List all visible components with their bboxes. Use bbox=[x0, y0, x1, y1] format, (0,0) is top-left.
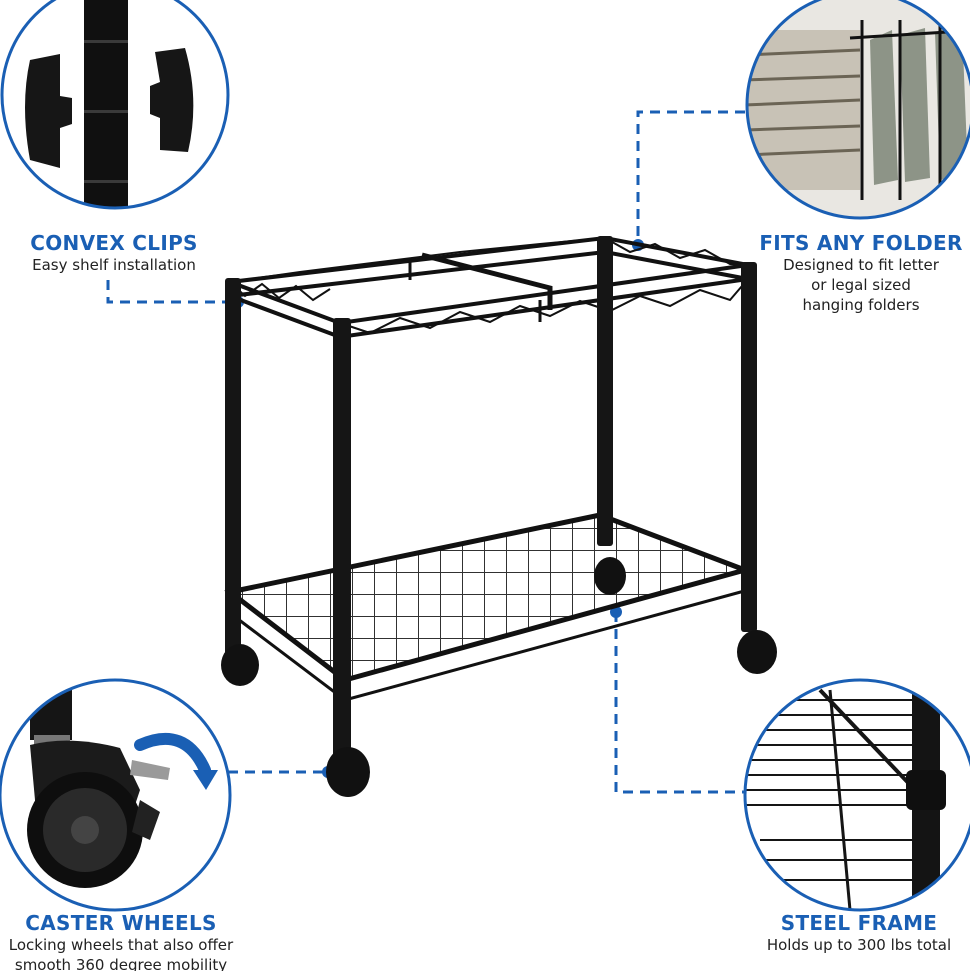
top-frame bbox=[229, 235, 749, 340]
frame-connector bbox=[614, 612, 748, 794]
posts bbox=[225, 236, 757, 758]
wheels bbox=[221, 557, 777, 797]
folder-label: FITS ANY FOLDER Designed to fit letter o… bbox=[752, 231, 970, 315]
frame-detail-image bbox=[743, 678, 970, 912]
rotate-arrow-icon bbox=[134, 732, 218, 790]
folder-title: FITS ANY FOLDER bbox=[759, 231, 963, 255]
frame-desc: Holds up to 300 lbs total bbox=[766, 936, 952, 954]
clips-title: CONVEX CLIPS bbox=[30, 231, 198, 255]
connector-lines bbox=[106, 110, 748, 794]
folder-desc-line: or legal sized bbox=[811, 276, 911, 294]
clip-detail-image bbox=[0, 0, 230, 210]
frame-title: STEEL FRAME bbox=[780, 911, 938, 935]
clips-desc: Easy shelf installation bbox=[32, 256, 196, 274]
frame-label: STEEL FRAME Holds up to 300 lbs total bbox=[748, 911, 970, 955]
folder-detail-image bbox=[745, 0, 970, 220]
wheel-detail-image bbox=[0, 678, 232, 912]
clips-connector bbox=[106, 280, 238, 304]
bottom-shelf bbox=[230, 515, 745, 680]
folder-desc-line: hanging folders bbox=[802, 296, 920, 314]
clips-label: CONVEX CLIPS Easy shelf installation bbox=[0, 231, 228, 275]
file-cart bbox=[221, 235, 777, 797]
wheels-desc-line: smooth 360 degree mobility bbox=[14, 956, 228, 971]
folder-desc-line: Designed to fit letter bbox=[783, 256, 939, 274]
wheels-label: CASTER WHEELS Locking wheels that also o… bbox=[0, 911, 242, 971]
wheels-desc-line: Locking wheels that also offer bbox=[8, 936, 234, 954]
wheels-title: CASTER WHEELS bbox=[25, 911, 217, 935]
folder-connector bbox=[636, 110, 745, 245]
